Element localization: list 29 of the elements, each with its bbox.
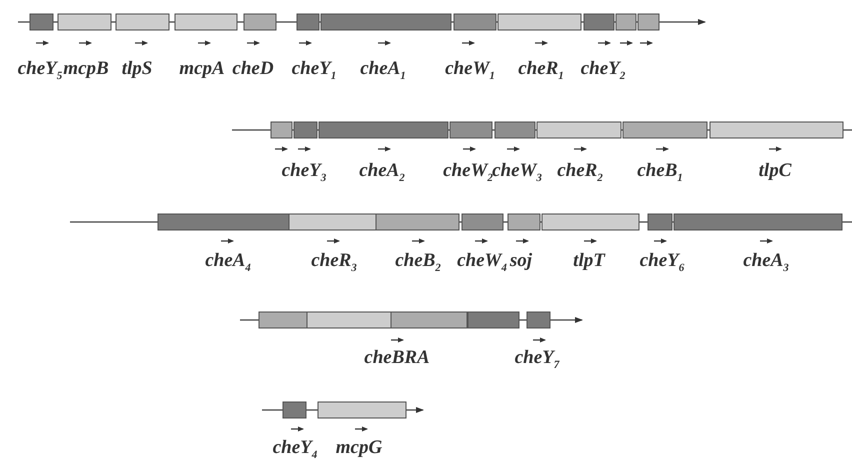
gene-label: cheY$_{6}$	[640, 250, 684, 276]
gene-label: cheY$_{7}$	[514, 347, 560, 373]
gene-label: cheD	[232, 58, 274, 80]
gene-label: cheW$_{1}$	[445, 58, 495, 84]
gene-label: cheA$_{3}$	[743, 250, 789, 276]
gene-label: mcpA	[179, 58, 225, 80]
gene-label: cheB$_{1}$	[637, 160, 683, 186]
gene-label: cheBRA	[364, 347, 430, 369]
gene-label: cheW$_{3}$	[492, 160, 542, 186]
gene-label: mcpG	[336, 437, 382, 459]
gene-label: cheY$_{3}$	[282, 160, 326, 186]
gene-label: tlpS	[122, 58, 152, 80]
gene-label: soj	[510, 250, 532, 272]
gene-label: cheW$_{2}$	[443, 160, 493, 186]
gene-label: cheY$_{1}$	[292, 58, 336, 84]
gene-label: cheY$_{2}$	[580, 58, 626, 84]
gene-label: tlpT	[573, 250, 605, 272]
gene-label: cheA$_{2}$	[359, 160, 405, 186]
gene-label: cheR$_{2}$	[557, 160, 603, 186]
gene-label: cheY$_{5}$	[18, 58, 62, 84]
gene-label: mcpB	[63, 58, 109, 80]
gene-label: cheR$_{3}$	[311, 250, 357, 276]
gene-label: tlpC	[758, 160, 792, 182]
gene-label: cheY$_{4}$	[272, 437, 318, 461]
gene-label: cheA$_{4}$	[205, 250, 251, 276]
gene-label: cheR$_{1}$	[518, 58, 564, 84]
gene-label: cheA$_{1}$	[360, 58, 406, 84]
gene-label: cheB$_{2}$	[395, 250, 441, 276]
gene-label: cheW$_{4}$	[457, 250, 507, 276]
